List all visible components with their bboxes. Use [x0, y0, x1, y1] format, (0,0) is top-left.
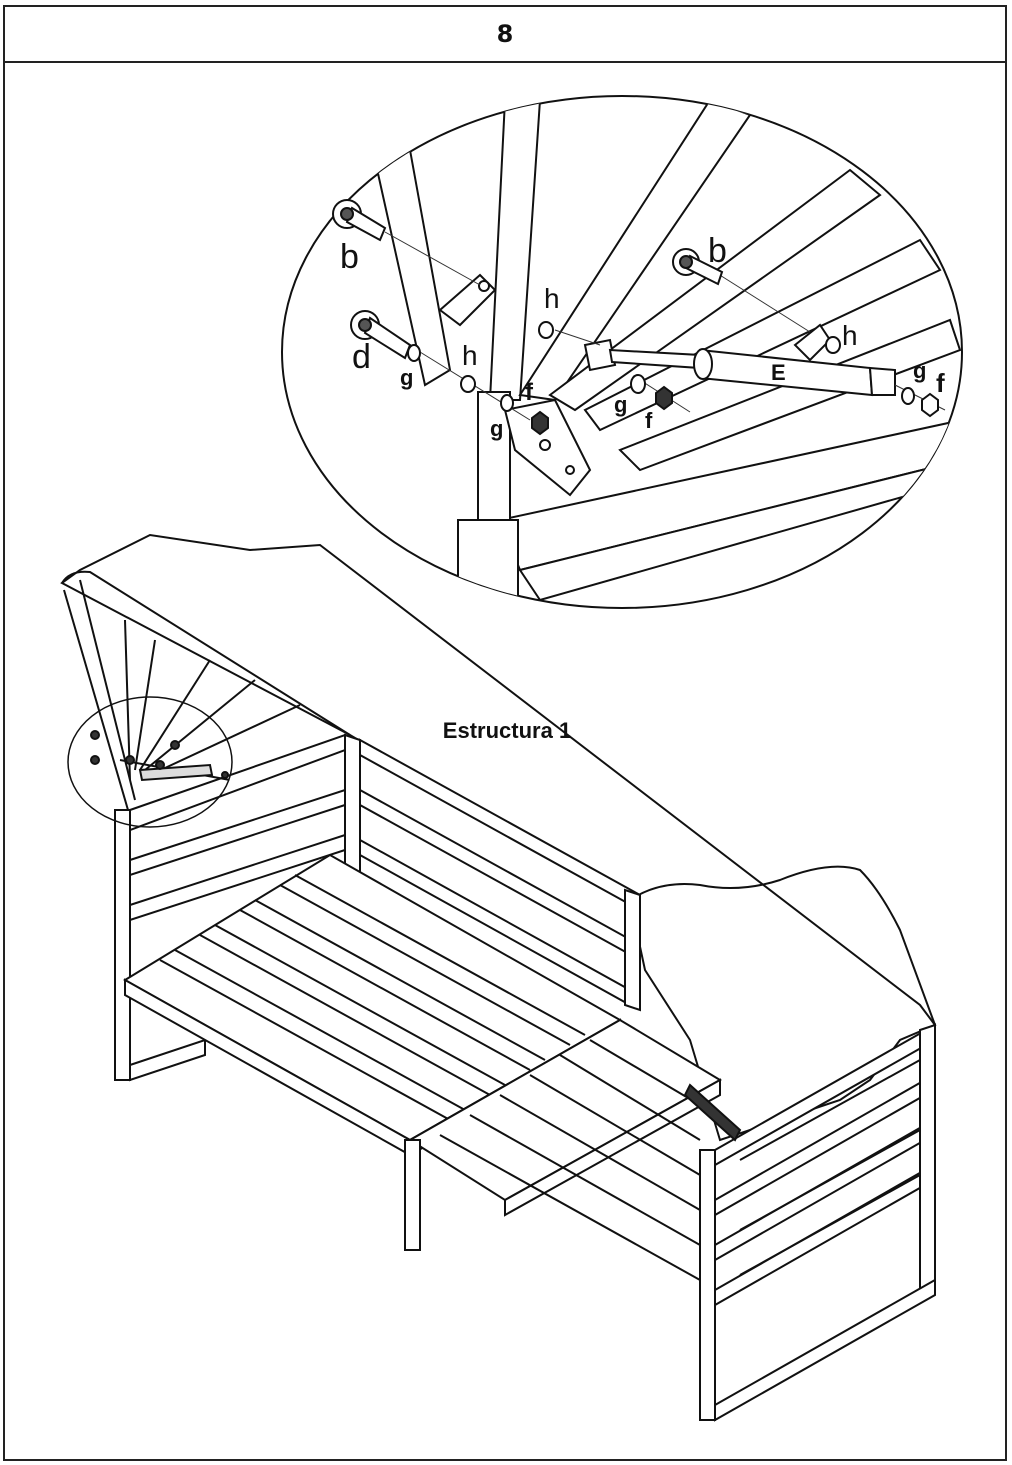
bed-structure: [60, 533, 937, 1422]
bolt-b-upper-left: [332, 199, 387, 242]
center-leg: [404, 1139, 421, 1251]
label-b-left: b: [340, 238, 359, 276]
label-f-center: f: [525, 379, 534, 406]
roof-bars: [373, 98, 962, 562]
nut-f-center: [531, 410, 549, 436]
bolt-d: [350, 310, 412, 360]
washer-g-left: [407, 344, 421, 362]
hardware-parts: [332, 199, 939, 436]
label-f-far: f: [936, 368, 945, 398]
callout-labels: b b d g h h h f g g f E g f: [340, 232, 945, 441]
label-g-far: g: [913, 358, 926, 383]
bolt-b-right: [672, 248, 724, 286]
detail-source-circle: [67, 696, 233, 828]
washer-h-left: [460, 375, 476, 393]
step-header: 8: [5, 7, 1005, 63]
washer-g-mid: [630, 374, 646, 394]
nut-f-mid: [655, 385, 673, 411]
label-g-left: g: [400, 365, 413, 390]
washer-g-far: [901, 387, 915, 405]
label-g-center: g: [490, 416, 503, 441]
right-gas-strut: [683, 1083, 742, 1142]
washer-g-center: [500, 394, 514, 412]
label-h-left: h: [462, 340, 478, 371]
slat-base-right: [408, 1018, 722, 1281]
label-f-mid: f: [645, 408, 653, 433]
instruction-frame: 8: [3, 5, 1007, 1461]
washer-h-right: [825, 336, 841, 354]
detail-zoom-view: b b d g h h h f g g f E g f: [281, 95, 963, 609]
washer-h-top: [538, 321, 554, 339]
step-number: 8: [496, 20, 514, 48]
right-end-frame: [699, 1023, 936, 1422]
label-E: E: [771, 360, 786, 385]
gas-strut-E: [583, 323, 896, 397]
label-b-right: b: [708, 232, 727, 270]
label-h-top: h: [544, 283, 560, 314]
structure-label: Estructura 1: [443, 718, 571, 743]
label-d: d: [352, 338, 371, 376]
label-g-mid: g: [614, 392, 627, 417]
label-h-right: h: [842, 320, 858, 351]
nut-f-far: [921, 392, 939, 418]
back-frame: [344, 733, 641, 1012]
